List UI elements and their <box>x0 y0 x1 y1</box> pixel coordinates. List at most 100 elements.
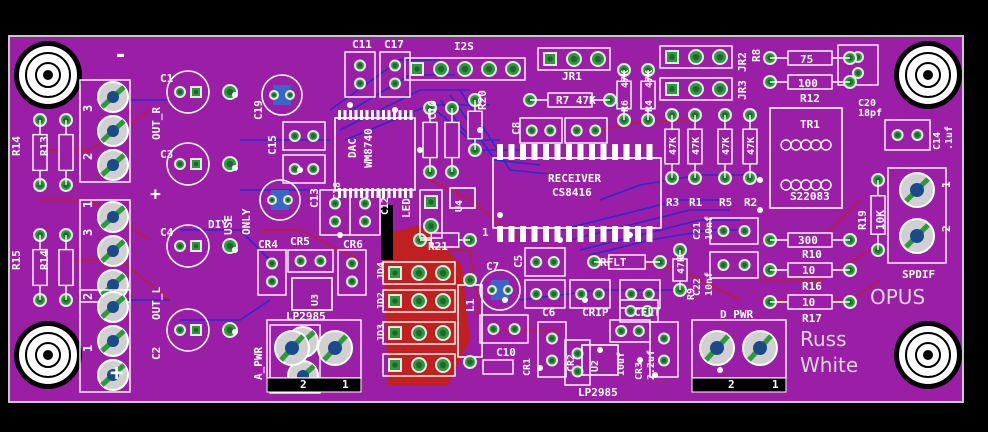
capacitor-cflt[interactable] <box>619 279 661 309</box>
spdif-pin-2: 2 <box>940 225 953 232</box>
resistor-r14b[interactable] <box>58 248 74 287</box>
d-pwr-pin-2: 2 <box>728 378 735 391</box>
header-jr2[interactable] <box>659 45 733 69</box>
capacitor-c22[interactable] <box>709 251 759 279</box>
resistor-r11[interactable] <box>482 359 514 375</box>
resistor-r19[interactable] <box>870 195 886 235</box>
header-jd3[interactable] <box>382 321 456 345</box>
capacitor-cflt-b[interactable] <box>619 299 659 323</box>
ref-c5: C5 <box>512 255 525 268</box>
electrolytic-capacitor[interactable] <box>259 179 301 221</box>
pad-hole <box>415 297 423 305</box>
resistor-rflt[interactable] <box>608 254 646 270</box>
terminal-out-l[interactable] <box>79 289 131 393</box>
resistor-r13-75[interactable] <box>787 50 833 66</box>
resistor-r9[interactable] <box>672 258 688 282</box>
resistor-r6[interactable] <box>616 80 632 110</box>
ic-pin <box>566 144 572 160</box>
resistor-r15[interactable] <box>32 248 48 287</box>
pad-hole <box>628 308 633 314</box>
screw-head <box>107 369 119 381</box>
capacitor-cr2[interactable] <box>564 339 591 386</box>
resistor-47k-3[interactable] <box>742 128 758 165</box>
terminal-plus-label: + <box>110 361 123 386</box>
electrolytic-capacitor[interactable] <box>166 308 210 352</box>
regulator-u2[interactable] <box>581 344 619 376</box>
terminal-pin-2-bot: 2 <box>81 293 95 300</box>
ic-pin <box>554 226 561 242</box>
diy-label: DIY <box>208 218 228 231</box>
via <box>232 92 238 98</box>
regulator-u3[interactable] <box>291 277 333 311</box>
ic-u4[interactable] <box>449 187 476 209</box>
capacitor-cr4[interactable] <box>257 249 287 296</box>
capacitor-c11[interactable] <box>344 51 376 98</box>
header-jr3[interactable] <box>659 77 733 101</box>
electrolytic-capacitor[interactable] <box>166 142 210 186</box>
capacitor-crip[interactable] <box>609 319 651 343</box>
pad-hole <box>855 70 861 76</box>
resistor-r-b[interactable] <box>444 121 460 159</box>
capacitor-c9[interactable] <box>564 117 608 144</box>
capacitor-cr6[interactable] <box>337 249 367 296</box>
resistor-47k-1[interactable] <box>687 128 703 165</box>
ref-c8: C8 <box>510 122 523 135</box>
ic-pin <box>409 188 413 198</box>
capacitor-c14[interactable] <box>884 119 931 151</box>
ic-pin <box>354 188 358 198</box>
pad-hole <box>551 259 557 265</box>
ref-r20: R20 <box>476 90 489 110</box>
ic-dac-wm8740[interactable] <box>334 117 416 191</box>
header-jd2[interactable] <box>382 289 456 313</box>
header-i2s[interactable] <box>404 57 526 81</box>
ic-receiver-cs8416[interactable] <box>492 157 662 229</box>
via <box>537 365 543 371</box>
header-jd6[interactable] <box>382 353 456 377</box>
pad-hole <box>533 259 539 265</box>
capacitor-c15[interactable] <box>282 121 326 151</box>
capacitor-cr5[interactable] <box>287 249 334 273</box>
resistor-r17[interactable] <box>787 294 833 310</box>
transformer-tr1[interactable] <box>769 107 843 209</box>
resistor-r12[interactable] <box>787 74 833 90</box>
ref-c14: C14 <box>932 132 943 150</box>
value-47k-r9: 47K <box>676 256 687 274</box>
resistor-r14[interactable] <box>32 133 48 172</box>
capacitor-c8[interactable] <box>519 117 563 144</box>
electrolytic-capacitor[interactable] <box>166 70 210 114</box>
resistor-r10[interactable] <box>787 232 833 248</box>
header-jr1[interactable] <box>537 47 611 71</box>
resistor-r16[interactable] <box>787 262 833 278</box>
electrolytic-capacitor[interactable] <box>166 224 210 268</box>
mount-hole-edge <box>25 332 71 378</box>
terminal-out-r[interactable] <box>79 79 131 183</box>
resistor-r20[interactable] <box>467 110 483 140</box>
capacitor-c5[interactable] <box>524 247 566 277</box>
resistor-r-c[interactable] <box>422 121 438 159</box>
capacitor-c10[interactable] <box>479 314 529 344</box>
resistor-47k-2[interactable] <box>717 128 733 165</box>
via <box>337 232 343 238</box>
capacitor-cr1[interactable] <box>537 321 567 378</box>
capacitor-c13[interactable] <box>282 154 326 184</box>
capacitor-c21[interactable] <box>709 217 759 245</box>
resistor-r7[interactable] <box>547 92 593 108</box>
electrolytic-capacitor[interactable] <box>479 269 521 311</box>
pad-hole <box>551 291 557 297</box>
capacitor-c6[interactable] <box>524 279 566 309</box>
capacitor-cr3[interactable] <box>649 321 679 378</box>
capacitor-c20[interactable] <box>837 44 879 86</box>
capacitor-c7[interactable] <box>569 279 611 309</box>
resistor-r4[interactable] <box>640 80 656 110</box>
resistor-r13[interactable] <box>58 133 74 172</box>
resistor-r21[interactable] <box>430 232 460 248</box>
ic-pin <box>497 226 503 242</box>
header-led[interactable] <box>419 189 443 239</box>
screw-head <box>710 341 724 355</box>
electrolytic-capacitor[interactable] <box>261 74 303 116</box>
terminal-a-pwr[interactable] <box>269 324 321 394</box>
terminal-spdif[interactable] <box>887 167 947 264</box>
resistor-47k-0[interactable] <box>664 128 680 165</box>
header-jd4[interactable] <box>382 261 456 285</box>
